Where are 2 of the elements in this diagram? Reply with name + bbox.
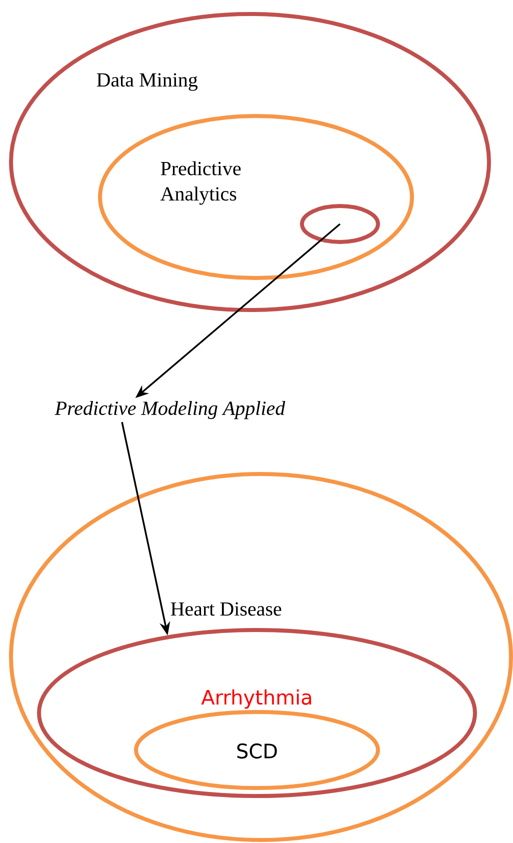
ellipse — [300, 204, 380, 244]
node-text: Predictive Modeling Applied — [54, 400, 286, 420]
